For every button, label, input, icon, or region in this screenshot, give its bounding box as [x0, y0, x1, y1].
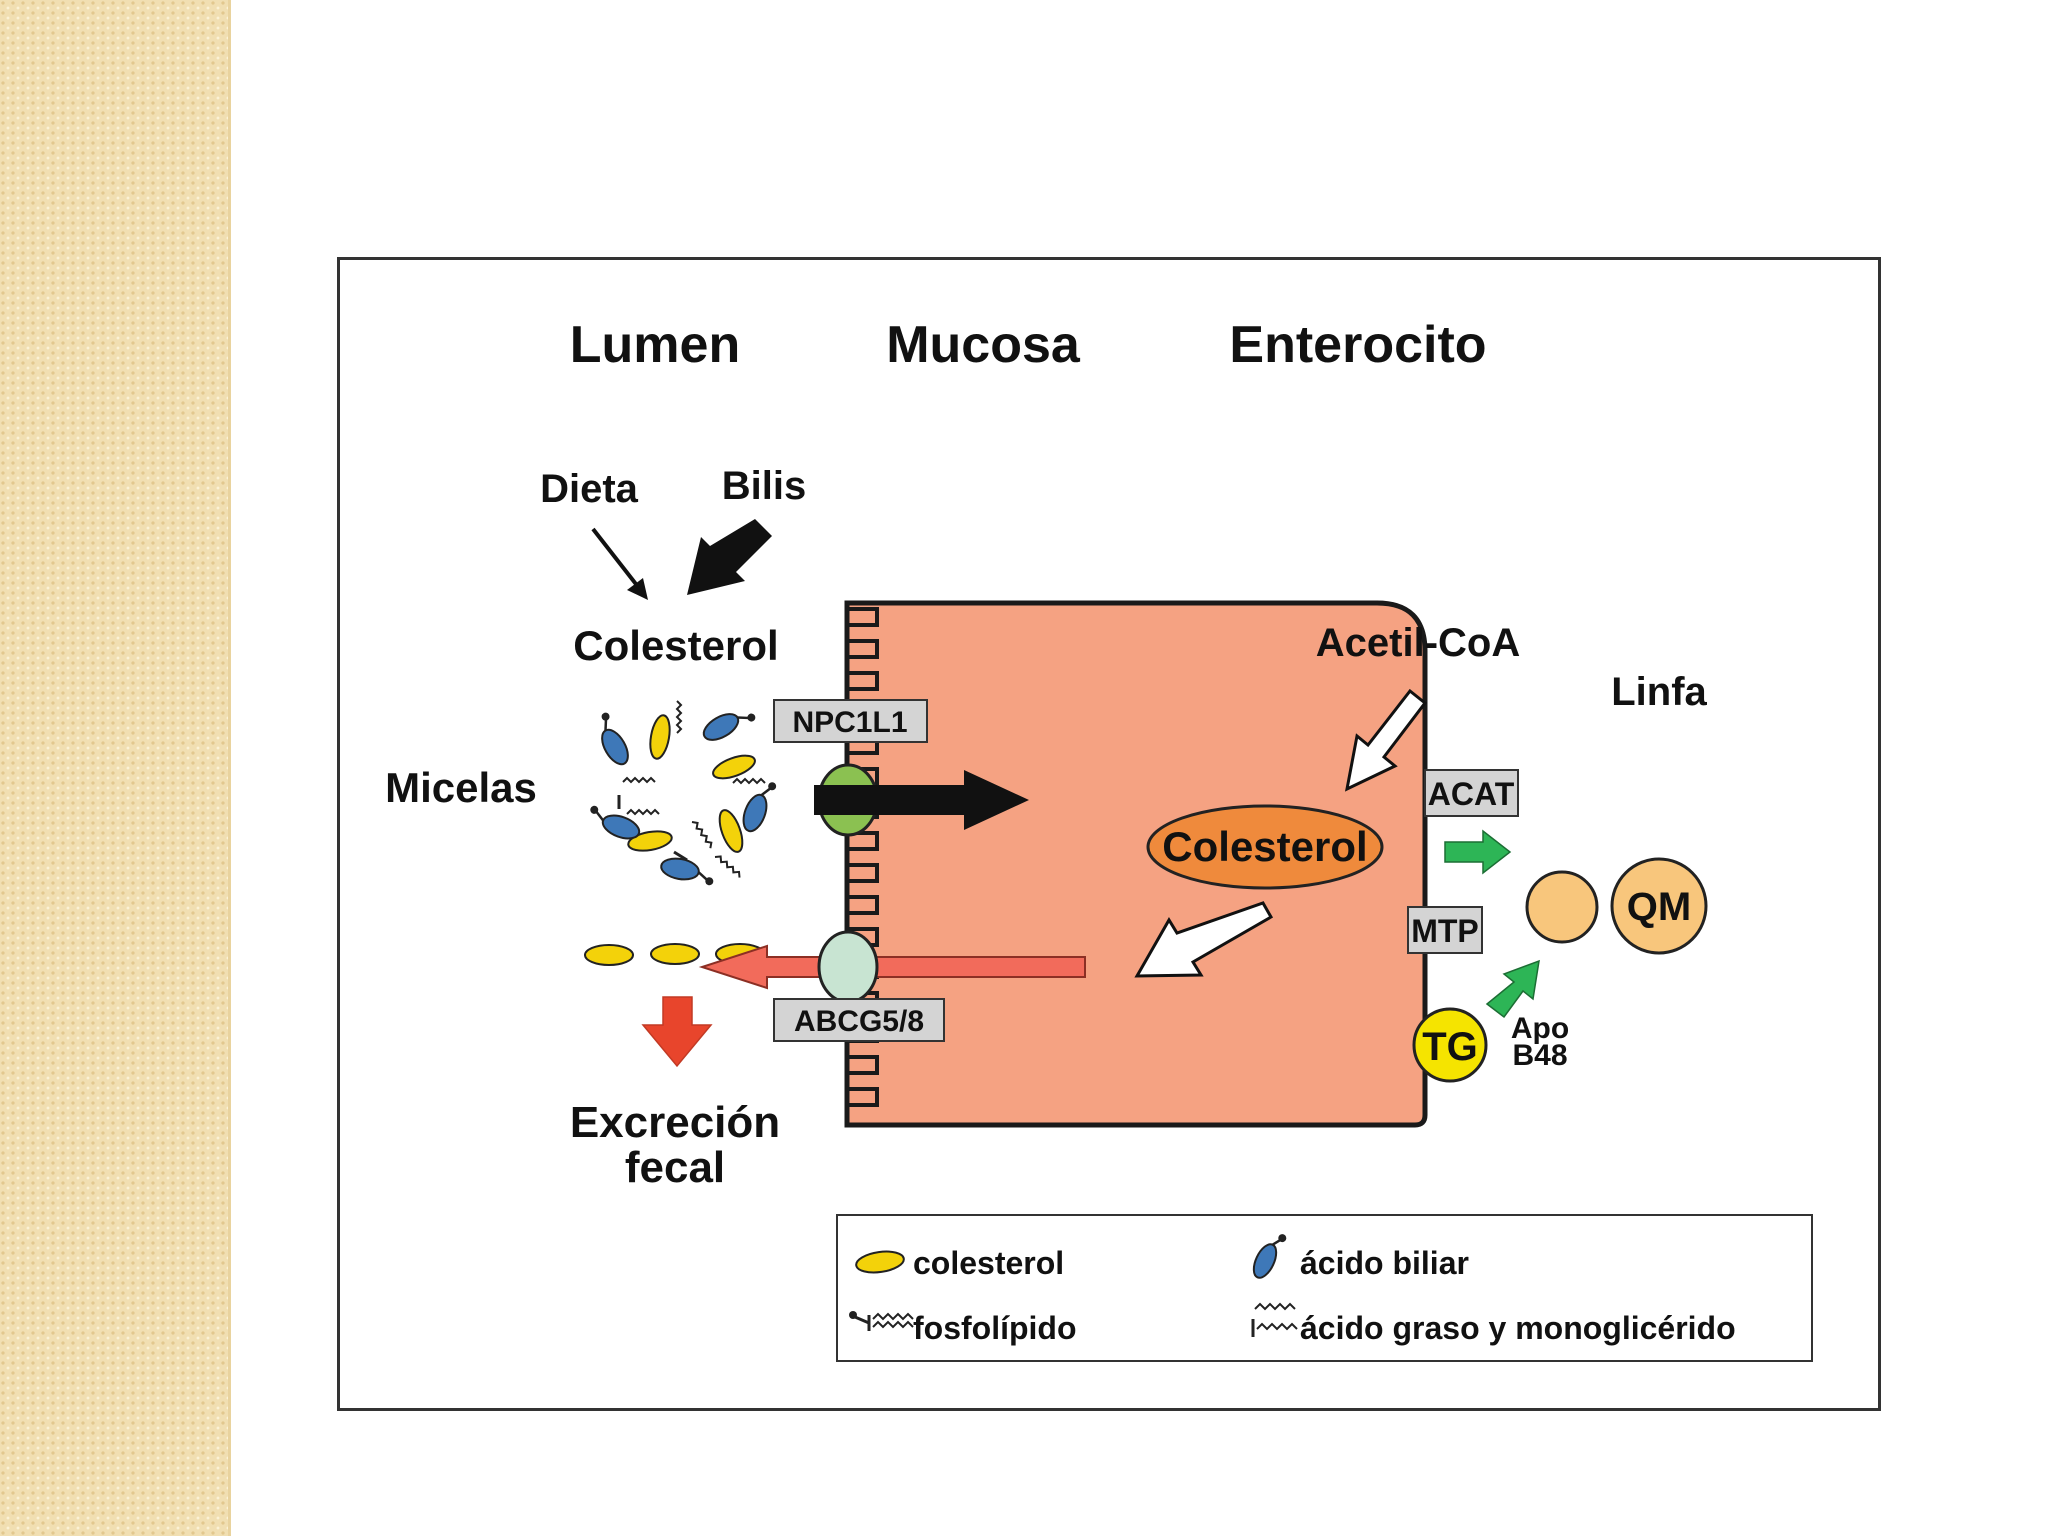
- cholesterol-absorption-diagram: Lumen Mucosa Enterocito Dieta Bilis Cole…: [337, 257, 1881, 1411]
- qm-circle: [1610, 857, 1708, 955]
- legend-fosfolipido-label: fosfolípido: [913, 1310, 1077, 1346]
- acat-label: ACAT: [1428, 776, 1515, 812]
- acat-label-box: [1424, 769, 1519, 817]
- npc1l1-label: NPC1L1: [792, 706, 907, 739]
- legend-acido-biliar-icon: [1252, 1234, 1287, 1279]
- label-dieta: Dieta: [540, 467, 639, 511]
- colesterol-enterocyte: [1146, 804, 1384, 890]
- acetil-coa-arrow: [1344, 688, 1428, 792]
- legend: colesterol fosfolípido ácido biliar ácid…: [836, 1214, 1813, 1362]
- micelle: [583, 699, 779, 888]
- label-excrecion: Excreción: [570, 1098, 780, 1147]
- npc1l1-label-box: [773, 699, 928, 743]
- tg-circle: [1412, 1007, 1488, 1083]
- legend-box: [836, 1214, 1813, 1362]
- b48-label: B48: [1512, 1039, 1567, 1072]
- decorative-side-band: [0, 0, 228, 1536]
- label-linfa: Linfa: [1611, 670, 1707, 714]
- mtp-label: MTP: [1411, 913, 1479, 949]
- bilis-arrow: [687, 519, 772, 595]
- cholesterol-efflux-arrow: [1134, 901, 1274, 978]
- abcg-label: ABCG5/8: [794, 1005, 924, 1038]
- legend-colesterol-icon: [855, 1250, 905, 1274]
- mtp-label-box: [1407, 906, 1483, 954]
- acat-arrow: [1444, 829, 1512, 875]
- efflux-arrow: [698, 944, 1086, 990]
- legend-fosfolipido-icon: [849, 1311, 914, 1331]
- excretion-arrow: [641, 996, 713, 1068]
- label-colesterol-lumen: Colesterol: [573, 622, 778, 669]
- legend-acido-biliar-label: ácido biliar: [1300, 1245, 1469, 1281]
- header-lumen: Lumen: [570, 316, 740, 374]
- label-acetil-coa: Acetil-CoA: [1316, 621, 1520, 665]
- header-enterocito: Enterocito: [1229, 316, 1486, 374]
- abcg-transporter: [817, 930, 879, 1004]
- label-colesterol-enterocyte: Colesterol: [1162, 823, 1367, 870]
- tg-label: TG: [1422, 1025, 1478, 1069]
- label-micelas: Micelas: [385, 764, 537, 811]
- dieta-arrow: [591, 527, 648, 600]
- legend-acido-graso-label: ácido graso y monoglicérido: [1300, 1310, 1736, 1346]
- apo-label: Apo: [1511, 1012, 1569, 1045]
- legend-acido-graso-icon: [1251, 1302, 1298, 1337]
- label-fecal: fecal: [625, 1143, 725, 1192]
- mtp-arrow: [1485, 959, 1540, 1019]
- qm-label: QM: [1627, 885, 1691, 929]
- legend-colesterol-label: colesterol: [913, 1245, 1064, 1281]
- side-band-edge: [228, 0, 231, 1536]
- abcg-label-box: [773, 998, 945, 1042]
- header-mucosa: Mucosa: [886, 316, 1081, 374]
- uptake-arrow: [814, 770, 1029, 830]
- forming-chylomicron: [1525, 870, 1599, 944]
- enterocyte-cell: [844, 600, 1428, 1128]
- label-bilis: Bilis: [722, 464, 806, 508]
